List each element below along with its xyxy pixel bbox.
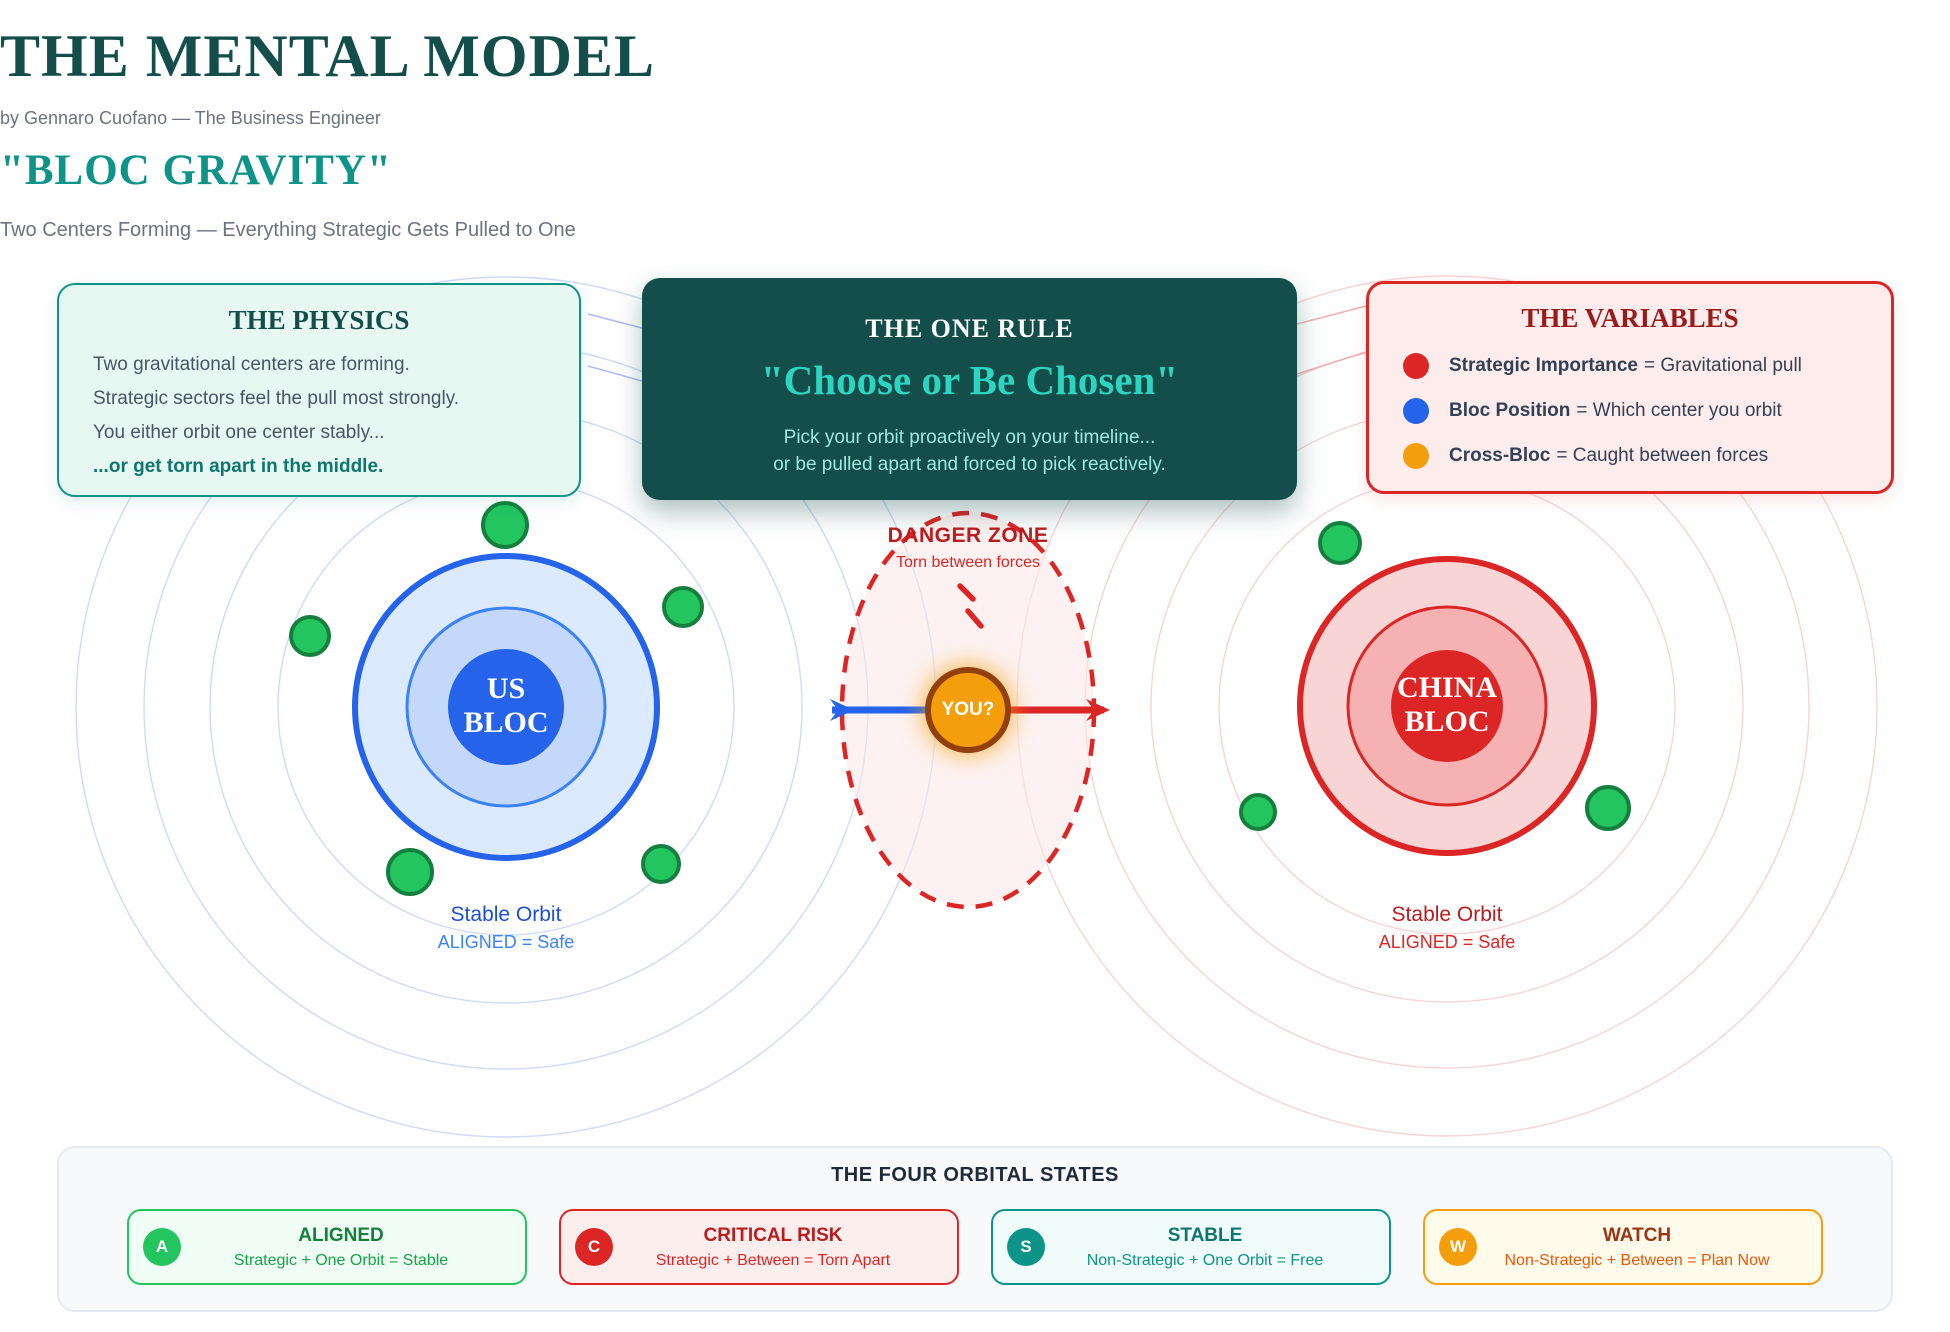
cross-bloc-dot-icon — [1403, 443, 1429, 469]
state-formula: Non-Strategic + One Orbit = Free — [1086, 1251, 1324, 1269]
variable-definition: = Caught between forces — [1556, 445, 1769, 466]
state-name: STABLE — [1167, 1224, 1243, 1246]
state-name: CRITICAL RISK — [703, 1224, 843, 1246]
satellite-moons — [289, 501, 1631, 896]
variables-title: THE VARIABLES — [1521, 303, 1739, 333]
danger-zone-title: DANGER ZONE — [887, 524, 1049, 547]
china-orbit-caption: Stable Orbit — [1391, 903, 1503, 926]
state-letter-icon: C — [575, 1228, 613, 1266]
one-rule-line: Pick your orbit proactively on your time… — [783, 427, 1156, 448]
variable-item: Strategic Importance = Gravitational pul… — [1403, 353, 1891, 379]
state-formula: Non-Strategic + Between = Plan Now — [1504, 1251, 1770, 1269]
state-badge-stable: S STABLE Non-Strategic + One Orbit = Fre… — [991, 1209, 1391, 1285]
one-rule-card: THE ONE RULE "Choose or Be Chosen" Pick … — [642, 278, 1297, 500]
china-bloc-label: CHINA BLOC — [1337, 671, 1557, 739]
you-circle: YOU? — [925, 667, 1011, 753]
variable-definition: = Which center you orbit — [1576, 400, 1782, 421]
us-orbit-subcaption: ALIGNED = Safe — [437, 932, 575, 952]
state-letter-icon: A — [143, 1228, 181, 1266]
us-bloc-circles — [352, 553, 660, 861]
header-subtitle: Two Centers Forming — Everything Strateg… — [0, 219, 576, 241]
us-orbit-caption: Stable Orbit — [450, 903, 562, 926]
variable-term: Bloc Position — [1449, 400, 1571, 421]
variable-term: Cross-Bloc — [1449, 445, 1551, 466]
state-letter-icon: S — [1007, 1228, 1045, 1266]
us-bloc-line2: BLOC — [463, 706, 549, 739]
physics-title: THE PHYSICS — [228, 305, 410, 335]
china-bloc-line1: CHINA — [1396, 671, 1497, 704]
state-badge-critical-risk: C CRITICAL RISK Strategic + Between = To… — [559, 1209, 959, 1285]
state-name: ALIGNED — [298, 1224, 384, 1246]
physics-line: Two gravitational centers are forming. — [93, 354, 410, 375]
us-bloc-label: US BLOC — [396, 672, 616, 740]
china-bloc-line2: BLOC — [1404, 705, 1490, 738]
byline: by Gennaro Cuofano — The Business Engine… — [0, 108, 381, 128]
state-name: WATCH — [1602, 1224, 1672, 1246]
physics-card: THE PHYSICS Two gravitational centers ar… — [57, 283, 581, 497]
one-rule-title: THE ONE RULE — [865, 314, 1074, 343]
lightning-icon — [957, 583, 984, 629]
variables-card: THE VARIABLES Strategic Importance = Gra… — [1366, 281, 1894, 494]
china-orbit-subcaption: ALIGNED = Safe — [1378, 932, 1516, 952]
variable-term: Strategic Importance — [1449, 355, 1638, 376]
china-bloc-circles — [1297, 556, 1597, 856]
physics-line: Strategic sectors feel the pull most str… — [93, 388, 460, 409]
you-label: YOU? — [941, 699, 995, 720]
state-letter-icon: W — [1439, 1228, 1477, 1266]
four-states-title: THE FOUR ORBITAL STATES — [831, 1164, 1119, 1186]
page-title: THE MENTAL MODEL — [0, 23, 655, 89]
state-badge-aligned: A ALIGNED Strategic + One Orbit = Stable — [127, 1209, 527, 1285]
one-rule-quote: "Choose or Be Chosen" — [760, 357, 1179, 403]
danger-zone-subtitle: Torn between forces — [895, 554, 1041, 571]
physics-line: You either orbit one center stably... — [93, 422, 385, 443]
variable-item: Bloc Position = Which center you orbit — [1403, 398, 1891, 424]
us-bloc-line1: US — [486, 672, 526, 705]
variable-item: Cross-Bloc = Caught between forces — [1403, 443, 1891, 469]
bloc-position-dot-icon — [1403, 398, 1429, 424]
four-states-panel: THE FOUR ORBITAL STATES A ALIGNED Strate… — [57, 1146, 1893, 1312]
one-rule-line: or be pulled apart and forced to pick re… — [773, 454, 1166, 475]
state-formula: Strategic + One Orbit = Stable — [233, 1251, 449, 1269]
physics-line-emphasis: ...or get torn apart in the middle. — [93, 456, 384, 477]
model-name: "BLOC GRAVITY" — [0, 147, 392, 194]
strategic-importance-dot-icon — [1403, 353, 1429, 379]
variable-definition: = Gravitational pull — [1644, 355, 1802, 376]
state-formula: Strategic + Between = Torn Apart — [655, 1251, 891, 1269]
state-badge-watch: W WATCH Non-Strategic + Between = Plan N… — [1423, 1209, 1823, 1285]
